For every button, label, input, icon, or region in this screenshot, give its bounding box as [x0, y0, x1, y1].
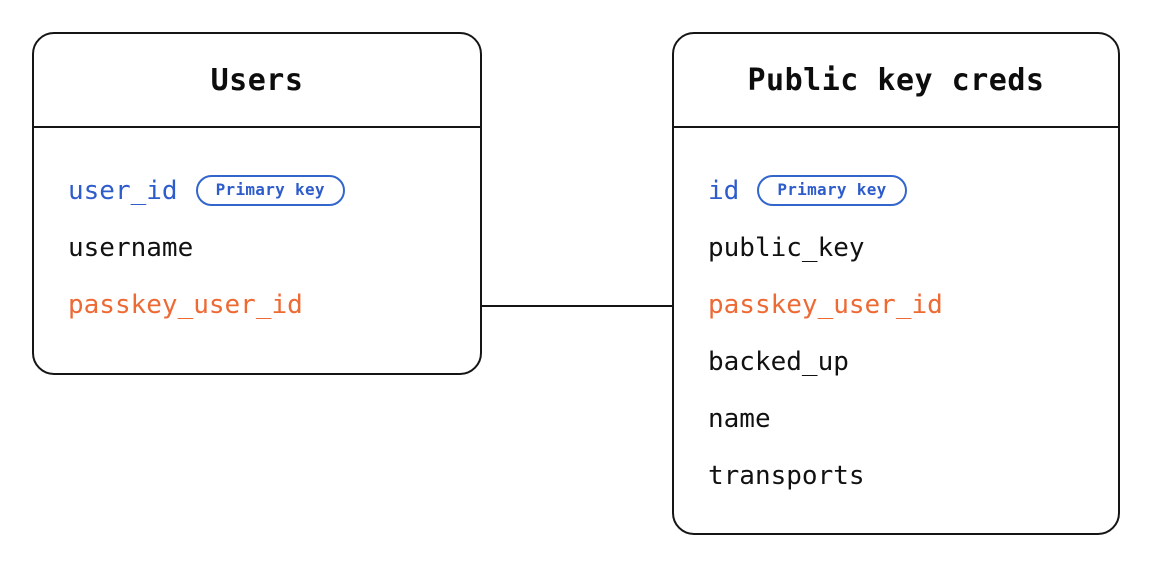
field-row[interactable]: id Primary key — [674, 162, 1118, 219]
primary-key-badge: Primary key — [195, 175, 345, 206]
field-name-passkey-user-id: passkey_user_id — [708, 289, 943, 320]
field-name-id: id — [708, 175, 740, 206]
field-row[interactable]: username — [34, 219, 480, 276]
entity-public-key-creds-header: Public key creds — [674, 34, 1118, 128]
field-row[interactable]: passkey_user_id — [674, 276, 1118, 333]
field-name-passkey-user-id: passkey_user_id — [68, 289, 303, 320]
primary-key-badge: Primary key — [757, 175, 907, 206]
relationship-connector-line — [482, 305, 672, 307]
field-row[interactable]: public_key — [674, 219, 1118, 276]
entity-public-key-creds-fields: id Primary key public_key passkey_user_i… — [674, 128, 1118, 504]
field-row[interactable]: user_id Primary key — [34, 162, 480, 219]
field-row[interactable]: passkey_user_id — [34, 276, 480, 333]
entity-users-header: Users — [34, 34, 480, 128]
field-row[interactable]: name — [674, 390, 1118, 447]
field-row[interactable]: backed_up — [674, 333, 1118, 390]
field-name-user-id: user_id — [68, 175, 178, 206]
entity-users-title: Users — [210, 62, 304, 98]
entity-users[interactable]: Users user_id Primary key username passk… — [32, 32, 482, 375]
entity-users-fields: user_id Primary key username passkey_use… — [34, 128, 480, 333]
field-name-public-key: public_key — [708, 232, 865, 263]
entity-public-key-creds[interactable]: Public key creds id Primary key public_k… — [672, 32, 1120, 535]
entity-public-key-creds-title: Public key creds — [747, 62, 1045, 98]
field-row[interactable]: transports — [674, 447, 1118, 504]
field-name-transports: transports — [708, 460, 865, 491]
field-name-backed-up: backed_up — [708, 346, 849, 377]
field-name-name: name — [708, 403, 771, 434]
field-name-username: username — [68, 232, 194, 263]
